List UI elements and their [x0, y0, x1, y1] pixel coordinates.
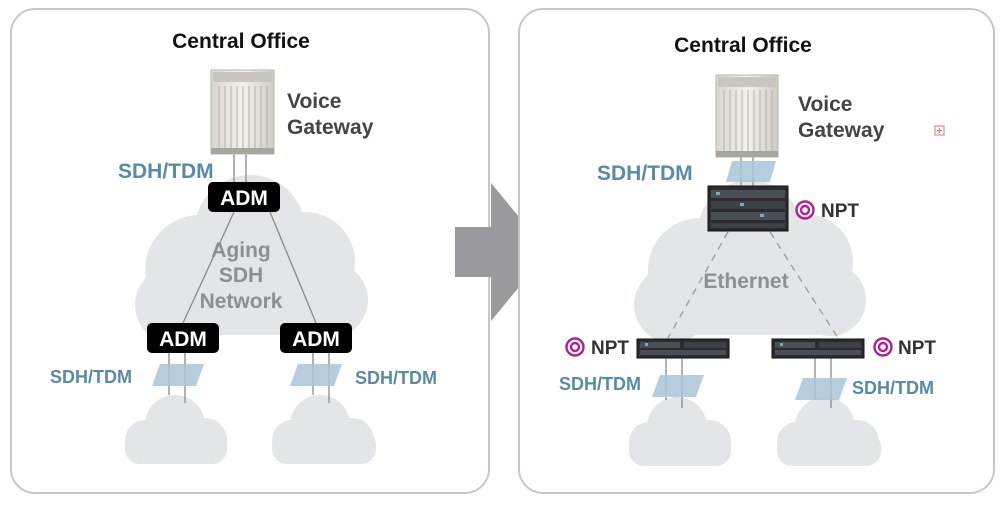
right-bottom-left-link-marker — [652, 375, 704, 397]
left-adm-left: ADM — [147, 323, 219, 353]
right-bottom-left-cloud — [629, 397, 731, 466]
right-gateway-label-line1: Voice — [798, 93, 852, 116]
left-adm-right: ADM — [280, 323, 352, 353]
left-bottom-left-link-marker — [152, 364, 204, 386]
right-voice-gateway-rack — [715, 74, 779, 158]
left-network-label-line3: Network — [200, 290, 283, 313]
migration-arrow — [455, 183, 548, 321]
left-bottom-right-link-label: SDH/TDM — [355, 368, 437, 388]
right-bottom-right-cloud — [777, 397, 881, 466]
left-top-link-label: SDH/TDM — [118, 160, 214, 183]
right-top-link-label: SDH/TDM — [597, 162, 693, 185]
left-bottom-right-link-marker — [290, 364, 342, 386]
right-npt-right-device — [771, 338, 865, 359]
left-adm-links — [168, 152, 330, 403]
right-ethernet-links — [667, 231, 839, 339]
right-npt-left-device — [636, 338, 730, 359]
right-npt-top-chassis — [707, 185, 789, 232]
right-top-link-marker — [726, 161, 776, 182]
right-bottom-right-link-label: SDH/TDM — [852, 378, 934, 398]
left-adm-top: ADM — [208, 182, 280, 212]
left-gateway-label-line1: Voice — [287, 90, 341, 113]
right-npt-top-label: NPT — [821, 201, 859, 222]
right-bottom-left-link-label: SDH/TDM — [559, 374, 641, 394]
svg-text:ADM: ADM — [292, 328, 340, 351]
right-network-label: Ethernet — [703, 270, 788, 293]
left-network-label-line1: Aging — [211, 239, 270, 262]
left-bottom-left-cloud — [125, 395, 227, 464]
npt-right-logo-icon — [873, 337, 893, 357]
left-bottom-left-link-label: SDH/TDM — [50, 367, 132, 387]
right-ethernet-cloud — [634, 180, 866, 343]
left-title: Central Office — [172, 30, 310, 53]
right-title: Central Office — [674, 34, 812, 57]
expand-icon[interactable] — [934, 125, 945, 136]
right-npt-right-label: NPT — [898, 338, 936, 359]
right-npt-left-label: NPT — [591, 338, 629, 359]
npt-top-logo-icon — [795, 200, 815, 220]
svg-text:ADM: ADM — [159, 328, 207, 351]
left-network-label-line2: SDH — [219, 264, 263, 287]
svg-text:ADM: ADM — [220, 187, 268, 210]
left-gateway-label-line2: Gateway — [287, 116, 374, 139]
right-bottom-right-link-marker — [795, 378, 847, 400]
left-voice-gateway-rack — [210, 69, 275, 155]
left-bottom-right-cloud — [272, 395, 376, 464]
npt-left-logo-icon — [565, 337, 585, 357]
right-gateway-label-line2: Gateway — [798, 119, 885, 142]
